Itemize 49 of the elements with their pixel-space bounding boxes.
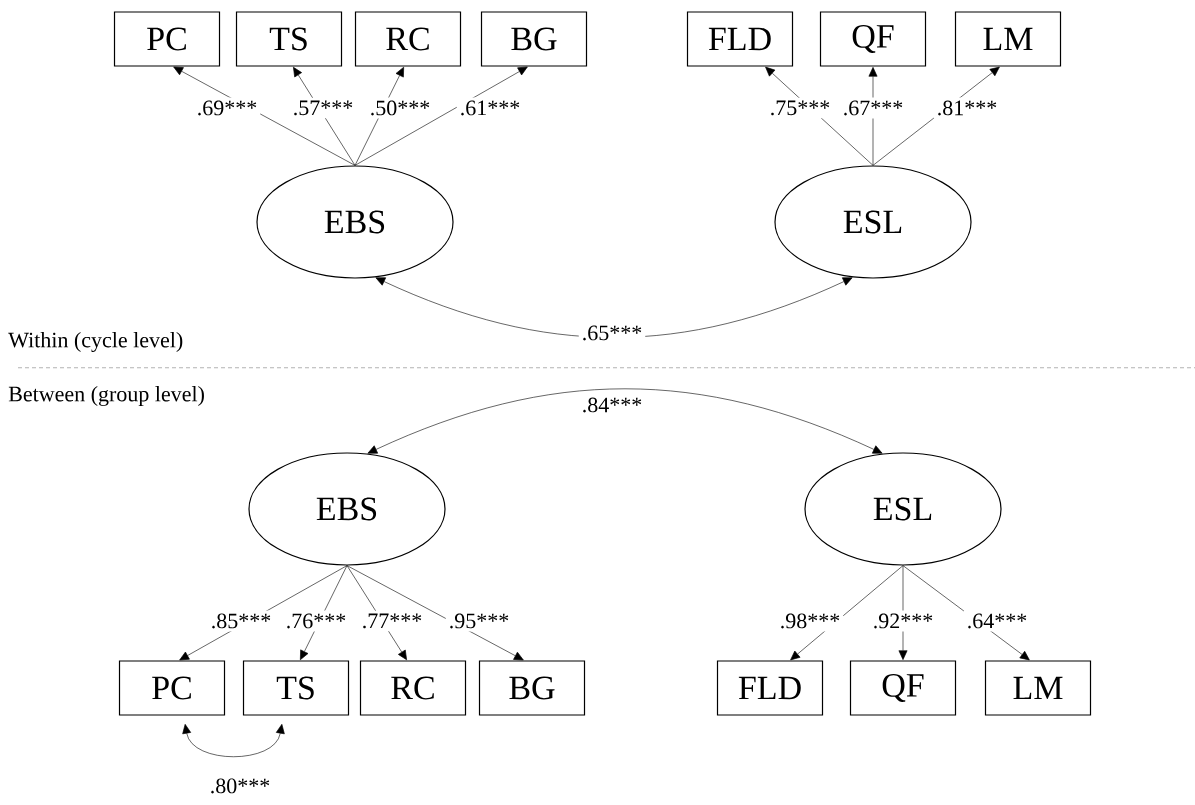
indicator-box: BG <box>478 660 586 716</box>
arrow <box>346 565 407 661</box>
edge-label: .95*** <box>445 610 513 632</box>
arrow <box>902 565 1030 661</box>
arrow <box>182 724 285 758</box>
edge-label: .92*** <box>869 610 937 632</box>
indicator-box: QF <box>849 660 957 716</box>
level-label: Between (group level) <box>8 386 204 406</box>
edge-label: .85*** <box>207 610 275 632</box>
arrow <box>367 388 883 454</box>
edge-label: .64*** <box>963 610 1031 632</box>
indicator-box: PC <box>113 11 221 67</box>
edge-label: .98*** <box>776 610 844 632</box>
arrow <box>790 565 904 661</box>
arrow <box>375 277 853 338</box>
edge-label: .61*** <box>456 97 524 119</box>
arrow <box>293 66 356 166</box>
edge-label: .65*** <box>578 322 646 344</box>
arrow <box>346 565 524 661</box>
arrow <box>300 565 348 661</box>
arrow <box>354 66 528 166</box>
indicator-box: FLD <box>716 660 824 716</box>
indicator-box: LM <box>954 11 1062 67</box>
indicator-box: TS <box>235 11 343 67</box>
edge-label: .57*** <box>289 97 357 119</box>
indicator-box: LM <box>984 660 1092 716</box>
indicator-box: FLD <box>686 11 794 67</box>
indicator-box: TS <box>242 660 350 716</box>
edge-label: .81*** <box>933 97 1001 119</box>
arrow <box>354 66 404 166</box>
edge-label: .50*** <box>366 97 434 119</box>
indicator-box: RC <box>359 660 467 716</box>
edge-label: .75*** <box>766 97 834 119</box>
arrow <box>173 66 356 166</box>
arrow <box>868 67 878 166</box>
indicator-box: QF <box>819 11 927 67</box>
indicator-box: RC <box>354 11 462 67</box>
edge-label: .84*** <box>578 394 646 416</box>
edge-label: .77*** <box>358 610 426 632</box>
arrow <box>898 565 908 660</box>
arrow <box>872 66 1000 166</box>
edge-label: .80*** <box>206 775 274 797</box>
edge-label: .69*** <box>193 97 261 119</box>
level-label: Within (cycle level) <box>8 332 183 352</box>
edge-label: .67*** <box>839 97 907 119</box>
indicator-box: BG <box>480 11 588 67</box>
edge-label: .76*** <box>282 610 350 632</box>
arrow <box>765 66 874 166</box>
indicator-box: PC <box>118 660 226 716</box>
